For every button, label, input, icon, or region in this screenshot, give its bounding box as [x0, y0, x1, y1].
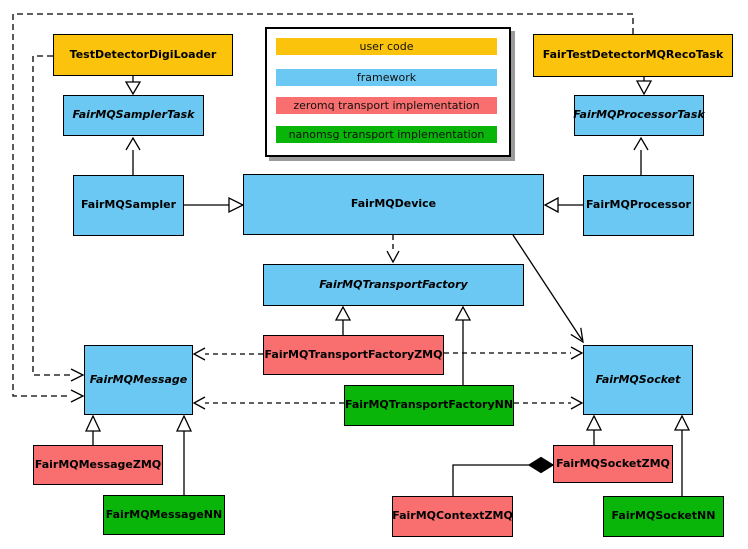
legend-item-framework: framework [276, 69, 497, 86]
inheritance-triangle-processor-device [543, 196, 559, 214]
inheritance-triangle-socketnn-socket [673, 414, 691, 431]
class-fairmqsampler: FairMQSampler [73, 175, 184, 236]
class-fairtestdetectormqrecotask: FairTestDetectorMQRecoTask [533, 34, 733, 77]
class-fairmqprocessor: FairMQProcessor [583, 175, 694, 236]
class-fairmqdevice: FairMQDevice [243, 174, 544, 235]
arrowhead-sampler-samplertask [125, 136, 141, 151]
arrowhead-device-socket [570, 327, 584, 344]
inheritance-triangle-socketzmq-socket [585, 414, 603, 431]
composition-diamond-contextzmq-socketzmq [527, 456, 555, 474]
class-fairmqsocketnn: FairMQSocketNN [603, 496, 724, 537]
legend: user code framework zeromq transport imp… [265, 27, 511, 157]
dependency-arrowhead-factoryzmq-socket [570, 346, 584, 360]
class-testdetectordigiloader: TestDetectorDigiLoader [53, 34, 233, 76]
dependency-arrowhead-device-factory [386, 250, 400, 264]
inheritance-triangle-sampler-device [228, 196, 245, 214]
class-fairmqcontextzmq: FairMQContextZMQ [392, 496, 513, 537]
legend-item-zeromq: zeromq transport implementation [276, 97, 497, 114]
dependency-arrowhead-recotask-message [70, 389, 85, 403]
dependency-arrowhead-factoryzmq-message [192, 347, 206, 361]
inheritance-triangle-digiloader-samplertask [124, 81, 142, 96]
class-fairmqsocketzmq: FairMQSocketZMQ [553, 445, 673, 483]
class-fairmqsocket: FairMQSocket [583, 345, 693, 415]
composition-line-contextzmq-socketzmq [452, 464, 529, 496]
arrow-line-device-socket [512, 234, 583, 341]
dependency-arrowhead-factorynn-socket [570, 396, 584, 410]
dependency-line-digiloader-message [32, 55, 71, 376]
inheritance-triangle-factorynn-factory [454, 305, 472, 321]
dependency-arrowhead-factorynn-message [192, 396, 206, 410]
arrowhead-processor-processortask [633, 136, 649, 151]
legend-item-nanomsg: nanomsg transport implementation [276, 126, 497, 143]
class-fairmqtransportfactoryzmq: FairMQTransportFactoryZMQ [263, 335, 444, 375]
inheritance-triangle-recotask-processortask [635, 80, 653, 96]
class-fairmqmessagezmq: FairMQMessageZMQ [33, 445, 163, 485]
inheritance-triangle-messagezmq-message [84, 414, 102, 432]
class-fairmqsamplertask: FairMQSamplerTask [63, 95, 204, 136]
class-fairmqmessagenn: FairMQMessageNN [103, 495, 225, 535]
class-fairmqtransportfactory: FairMQTransportFactory [263, 264, 524, 306]
dependency-line-recotask-message [12, 13, 634, 397]
class-fairmqprocessortask: FairMQProcessorTask [573, 95, 705, 136]
legend-item-user-code: user code [276, 38, 497, 55]
inheritance-triangle-messagenn-message [175, 414, 193, 432]
class-fairmqtransportfactorynn: FairMQTransportFactoryNN [344, 385, 514, 426]
class-fairmqmessage: FairMQMessage [84, 345, 193, 415]
dependency-arrowhead-digiloader-message [70, 368, 85, 382]
inheritance-triangle-factoryzmq-factory [334, 305, 352, 321]
